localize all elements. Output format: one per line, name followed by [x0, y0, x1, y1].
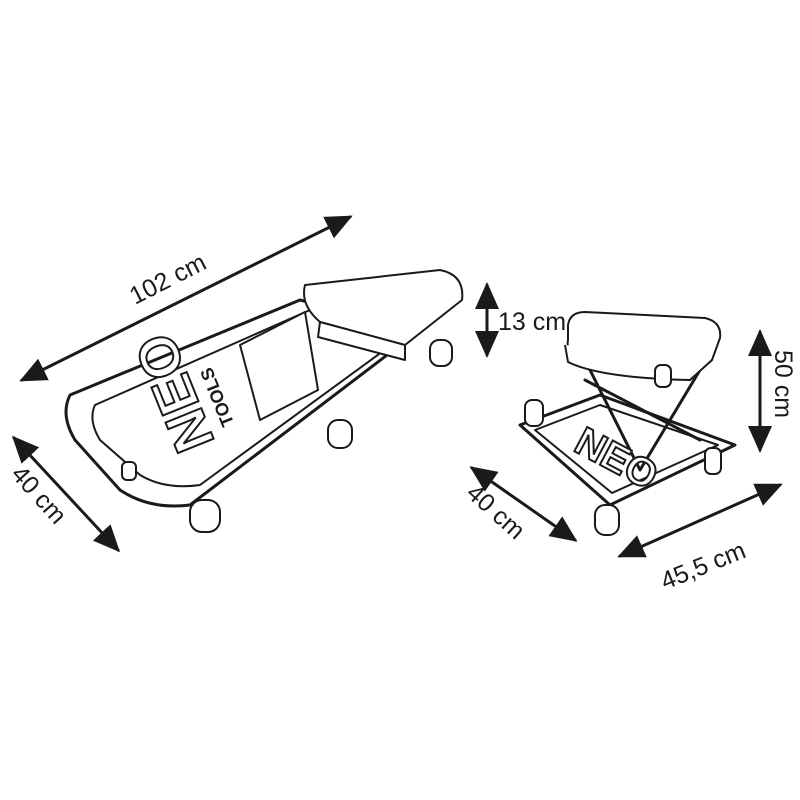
- label-seat-height: 50 cm: [769, 350, 797, 418]
- arrow-seat-width: [617, 483, 783, 558]
- creeper-drawing: NEO TOOLS: [64, 269, 464, 533]
- seat-wheels: [524, 364, 722, 536]
- seat-drawing: NEO: [518, 311, 737, 536]
- label-creeper-width: 40 cm: [6, 460, 72, 529]
- label-seat-width: 45,5 cm: [657, 536, 750, 595]
- arrow-seat-depth: [469, 466, 578, 542]
- arrow-creeper-width: [11, 435, 121, 553]
- arrow-creeper-length: [19, 215, 353, 382]
- label-seat-depth: 40 cm: [461, 479, 530, 545]
- label-creeper-height: 13 cm: [498, 308, 566, 336]
- label-creeper-length: 102 cm: [125, 248, 211, 310]
- creeper-wheels: [121, 339, 453, 533]
